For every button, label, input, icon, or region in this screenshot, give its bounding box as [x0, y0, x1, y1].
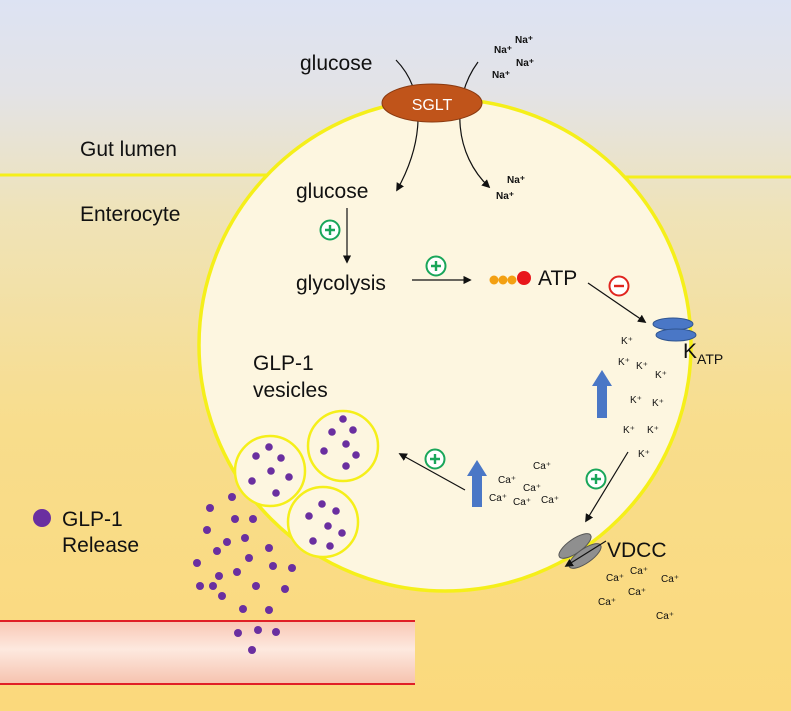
potassium-increase-up-arrow-icon [592, 370, 612, 418]
sglt-transporter [381, 83, 483, 123]
inhibition-minus-icon [608, 275, 630, 297]
sodium-ion: Na⁺ [494, 45, 512, 56]
potassium-ions: K⁺ K⁺ K⁺ K⁺ K⁺ K⁺ K⁺ K⁺ K⁺ [618, 336, 667, 460]
potassium-ion: K⁺ [647, 425, 659, 436]
glycolysis-label: glycolysis [296, 272, 386, 295]
potassium-ion: K⁺ [636, 361, 648, 372]
vdcc-channel-icon [558, 533, 602, 569]
glucose-outside-label: glucose [300, 52, 372, 75]
atp-label: ATP [538, 267, 577, 290]
calcium-ion: Ca⁺ [489, 493, 507, 504]
glp1-vesicle [233, 434, 307, 508]
sodium-transport-arrow [459, 61, 491, 189]
potassium-ion: K⁺ [638, 449, 650, 460]
sodium-ion: Na⁺ [516, 58, 534, 69]
calcium-ion: Ca⁺ [498, 475, 516, 486]
sglt-label: SGLT [412, 97, 453, 114]
calcium-ion: Ca⁺ [661, 574, 679, 585]
released-glp1-dots [193, 493, 296, 654]
potassium-ion: K⁺ [621, 336, 633, 347]
gut-lumen-label: Gut lumen [80, 138, 177, 161]
calcium-ion: Ca⁺ [598, 597, 616, 608]
glp1-legend-dot-icon [33, 509, 51, 527]
glp1-release-label-line1: GLP-1 [62, 508, 123, 531]
glp1-release-label-line2: Release [62, 534, 139, 557]
blood-vessel [0, 621, 415, 684]
enterocyte-cell [197, 97, 693, 593]
sodium-ion: Na⁺ [515, 35, 533, 46]
calcium-ions-outside: Ca⁺ Ca⁺ Ca⁺ Ca⁺ Ca⁺ Ca⁺ [598, 566, 679, 622]
enterocyte-label: Enterocyte [80, 203, 180, 226]
katp-to-vdcc-arrow [585, 451, 629, 523]
glucose-inside-label: glucose [296, 180, 368, 203]
stimulation-plus-icon [424, 448, 446, 470]
potassium-ion: K⁺ [655, 370, 667, 381]
calcium-ions-inside: Ca⁺ Ca⁺ Ca⁺ Ca⁺ Ca⁺ Ca⁺ [489, 461, 559, 508]
stimulation-plus-icon [319, 219, 341, 241]
calcium-ion: Ca⁺ [630, 566, 648, 577]
potassium-ion: K⁺ [623, 425, 635, 436]
calcium-to-vesicles-arrow [398, 453, 466, 491]
sodium-ions-inside: Na⁺ Na⁺ [496, 175, 525, 202]
glp1-vesicles-label-line2: vesicles [253, 379, 328, 402]
calcium-ion: Ca⁺ [533, 461, 551, 472]
katp-label: KATP [683, 340, 723, 367]
calcium-ion: Ca⁺ [628, 587, 646, 598]
katp-channel-icon [652, 317, 697, 342]
potassium-ion: K⁺ [630, 395, 642, 406]
sodium-ions-outside: Na⁺ Na⁺ Na⁺ Na⁺ [492, 35, 534, 81]
potassium-ion: K⁺ [618, 357, 630, 368]
calcium-ion: Ca⁺ [541, 495, 559, 506]
glp1-vesicle [286, 485, 360, 559]
glp1-vesicle [306, 409, 380, 483]
calcium-ion: Ca⁺ [523, 483, 541, 494]
stimulation-plus-icon [585, 468, 607, 490]
sodium-ion: Na⁺ [507, 175, 525, 186]
potassium-ion: K⁺ [652, 398, 664, 409]
calcium-ion: Ca⁺ [656, 611, 674, 622]
vdcc-label: VDCC [607, 539, 667, 562]
calcium-influx-arrow [564, 540, 607, 567]
stimulation-plus-icon [425, 255, 447, 277]
atp-inhibits-katp-arrow [587, 282, 647, 323]
glucose-transport-arrow [395, 59, 419, 192]
calcium-ion: Ca⁺ [513, 497, 531, 508]
sodium-ion: Na⁺ [496, 191, 514, 202]
atp-molecule-icon [489, 271, 531, 285]
calcium-ion: Ca⁺ [606, 573, 624, 584]
sodium-ion: Na⁺ [492, 70, 510, 81]
calcium-increase-up-arrow-icon [467, 460, 487, 507]
glp1-vesicles-label-line1: GLP-1 [253, 352, 314, 375]
